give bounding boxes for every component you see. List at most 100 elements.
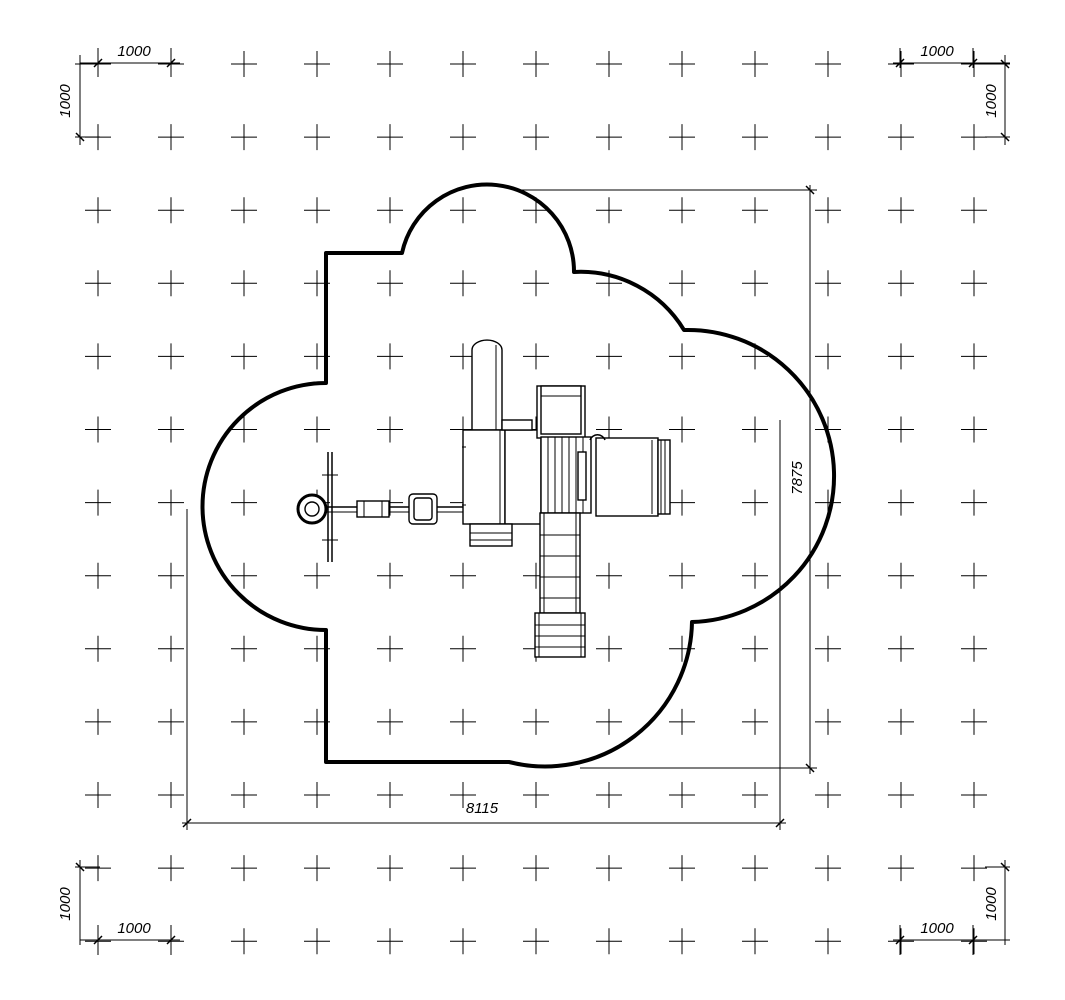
grid-cross: [304, 562, 330, 589]
grid-cross: [815, 928, 841, 955]
grid-step-top-right: 1000 1000: [893, 43, 1010, 145]
grid-cross: [231, 124, 257, 151]
grid-cross: [377, 562, 403, 589]
play-equipment: [296, 339, 671, 658]
grid-cross: [450, 124, 476, 151]
grid-cross: [596, 928, 622, 955]
grid-cross: [304, 855, 330, 882]
grid-cross: [523, 270, 549, 297]
grid-cross: [231, 51, 257, 77]
grid-cross: [961, 782, 987, 808]
grid-cross: [377, 928, 403, 955]
grid-cross: [450, 51, 476, 77]
grid-cross: [85, 635, 111, 662]
grid-cross: [961, 343, 987, 370]
grid-cross: [377, 51, 403, 77]
grid-cross: [596, 782, 622, 808]
grid-cross: [815, 51, 841, 77]
overall-width-label: 8115: [466, 800, 499, 817]
grid-cross: [85, 416, 111, 443]
grid-cross: [815, 197, 841, 224]
grid-cross: [742, 416, 768, 443]
grid-cross: [596, 197, 622, 224]
grid-cross: [231, 489, 257, 516]
grid-cross: [815, 708, 841, 735]
grid-cross: [742, 562, 768, 589]
grid-cross: [596, 635, 622, 662]
grid-cross: [450, 197, 476, 224]
grid-cross: [377, 270, 403, 297]
grid-step-bottom-left: 1000 1000: [57, 860, 180, 955]
safety-zone-outline: [200, 182, 836, 769]
grid-cross: [85, 562, 111, 589]
grid-cross: [85, 270, 111, 297]
long-ladder: [534, 512, 586, 658]
grid-cross: [523, 928, 549, 955]
grid-cross: [85, 708, 111, 735]
grid-cross: [85, 782, 111, 808]
grid-cross: [85, 197, 111, 224]
grid-cross: [304, 416, 330, 443]
grid-cross: [669, 270, 695, 297]
grid-cross: [961, 270, 987, 297]
grid-cross: [450, 635, 476, 662]
grid-cross: [961, 197, 987, 224]
grid-cross: [231, 562, 257, 589]
grid-cross: [158, 124, 184, 151]
grid-cross: [231, 708, 257, 735]
grid-cross: [596, 51, 622, 77]
grid-cross: [450, 562, 476, 589]
grid-cross: [815, 270, 841, 297]
grid-cross: [377, 708, 403, 735]
grid-cross: [669, 562, 695, 589]
grid-cross: [158, 562, 184, 589]
grid-cross: [888, 124, 914, 151]
grid-step-top-left: 1000 1000: [57, 43, 180, 145]
tower-ladder: [469, 523, 513, 547]
grid-cross: [231, 928, 257, 955]
grid-cross: [815, 124, 841, 151]
swing-frame: [296, 452, 338, 562]
grid-cross: [158, 489, 184, 516]
grid-cross: [815, 343, 841, 370]
grid-step-bottom-right: 1000 1000: [893, 860, 1010, 955]
grid-cross: [596, 562, 622, 589]
grid-cross: [304, 197, 330, 224]
grid-cross: [961, 489, 987, 516]
upper-platform: [536, 385, 586, 439]
grid-cross: [888, 343, 914, 370]
horizontal-beam: [318, 493, 463, 525]
grid-cross: [742, 928, 768, 955]
grid-cross: [377, 416, 403, 443]
grid-cross: [888, 51, 914, 77]
grid-cross: [304, 124, 330, 151]
grid-cross: [596, 708, 622, 735]
grid-cross: [888, 635, 914, 662]
grid-step-top-left-v: 1000: [57, 84, 74, 118]
grid-cross: [450, 782, 476, 808]
grid-cross: [158, 855, 184, 882]
grid-step-bottom-right-v: 1000: [983, 887, 1000, 921]
grid-cross: [961, 416, 987, 443]
grid-cross: [961, 635, 987, 662]
grid-cross: [669, 708, 695, 735]
grid-step-bottom-left-h: 1000: [117, 920, 151, 937]
grid-step-top-left-h: 1000: [117, 43, 151, 60]
grid-cross: [158, 708, 184, 735]
grid-cross: [231, 343, 257, 370]
overall-width-dimension: 8115: [182, 420, 786, 830]
grid-cross: [888, 708, 914, 735]
grid-cross: [888, 928, 914, 955]
right-slide: [589, 434, 671, 517]
grid-cross: [523, 124, 549, 151]
grid-cross: [158, 197, 184, 224]
grid-cross: [85, 343, 111, 370]
grid-cross: [742, 489, 768, 516]
grid-cross: [158, 635, 184, 662]
grid-cross: [961, 855, 987, 882]
grid-cross: [231, 635, 257, 662]
grid-cross: [742, 855, 768, 882]
grid-cross: [596, 855, 622, 882]
grid-cross: [523, 855, 549, 882]
